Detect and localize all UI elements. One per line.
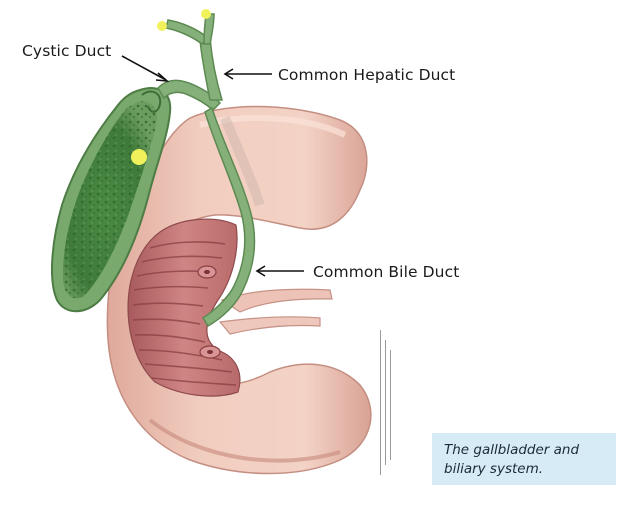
label-arrows xyxy=(121,55,304,277)
duodenal-mucosa xyxy=(127,218,241,397)
illustration-credit xyxy=(380,330,391,475)
label-common-hepatic-duct: Common Hepatic Duct xyxy=(278,66,456,84)
label-cystic-duct: Cystic Duct xyxy=(22,42,112,60)
pancreatic-duct xyxy=(218,288,333,335)
marker-gallbladder xyxy=(131,149,147,165)
common-bile-duct xyxy=(201,106,256,328)
marker-right-hepatic xyxy=(201,9,211,19)
biliary-ducts xyxy=(157,13,265,328)
caption-box: The gallbladder and biliary system. xyxy=(432,433,616,485)
marker-left-hepatic xyxy=(157,21,167,31)
arrow-cystic xyxy=(121,55,167,81)
caption: The gallbladder and biliary system. xyxy=(444,442,580,477)
label-common-bile-duct: Common Bile Duct xyxy=(313,263,460,281)
gallbladder xyxy=(50,87,172,313)
